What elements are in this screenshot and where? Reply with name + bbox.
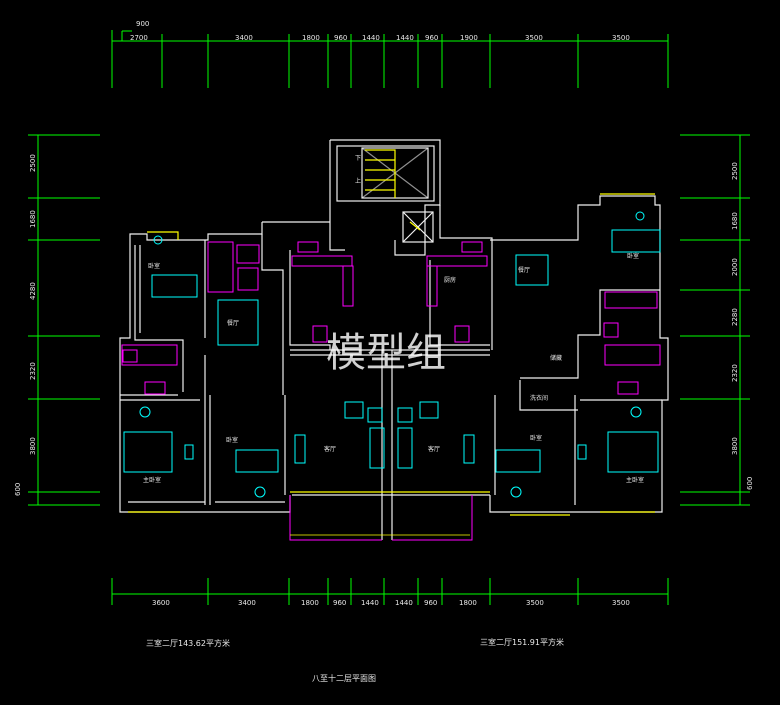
dim-top-3: 960 [334, 34, 347, 42]
label-kitchen-e: 厨房 [444, 276, 456, 284]
caption-area-right: 三室二厅151.91平方米 [480, 637, 564, 647]
dim-bottom-1: 3400 [238, 599, 256, 607]
dim-bottom-6: 960 [424, 599, 437, 607]
label-bedroom-nw: 卧室 [148, 262, 160, 270]
dim-bottom-7: 1800 [459, 599, 477, 607]
dim-right-3: 2280 [731, 308, 739, 326]
dim-left-4: 3800 [29, 437, 37, 455]
dim-right-2: 2000 [731, 258, 739, 276]
dim-left-2: 4280 [29, 282, 37, 300]
dim-left-5: 600 [14, 483, 22, 496]
label-storage-e: 储藏 [550, 354, 562, 362]
dim-bottom-9: 3500 [612, 599, 630, 607]
dim-left-1: 1680 [29, 210, 37, 228]
dim-top-4: 1440 [362, 34, 380, 42]
dim-top-0: 2700 [130, 34, 148, 42]
watermark-text: 模型组 [326, 330, 446, 376]
dim-bottom-4: 1440 [361, 599, 379, 607]
dim-top-6: 960 [425, 34, 438, 42]
dim-top-8: 3500 [525, 34, 543, 42]
label-living-w: 客厅 [324, 445, 336, 453]
windows-yellow [128, 149, 655, 536]
dim-bottom-8: 3500 [526, 599, 544, 607]
label-stair-down: 下 [355, 155, 361, 162]
dim-right-4: 2320 [731, 364, 739, 382]
dim-top-1: 3400 [235, 34, 253, 42]
dim-bottom-0: 3600 [152, 599, 170, 607]
dim-left-0: 2500 [29, 154, 37, 172]
dim-bottom-5: 1440 [395, 599, 413, 607]
dim-top-9: 3500 [612, 34, 630, 42]
furniture-cyan [123, 211, 661, 498]
dim-bottom-2: 1800 [301, 599, 319, 607]
right-dimension-chain: 2500 1680 2000 2280 2320 3800 600 [680, 134, 754, 506]
label-bedroom-w2: 卧室 [226, 436, 238, 444]
dim-top-7: 1900 [460, 34, 478, 42]
dim-top-2: 1800 [302, 34, 320, 42]
left-dimension-chain: 2500 1680 4280 2320 3800 600 [14, 134, 100, 506]
label-master-w: 主卧室 [143, 476, 161, 484]
label-dining-e: 餐厅 [518, 266, 530, 274]
bottom-dimension-chain: 3600 3400 1800 960 1440 1440 960 1800 35… [111, 578, 669, 607]
label-stair-up: 上 [355, 177, 361, 185]
dim-right-5: 3800 [731, 437, 739, 455]
dim-right-1: 1680 [731, 212, 739, 230]
label-laundry-e: 洗衣间 [530, 394, 548, 402]
fixtures-magenta [121, 241, 661, 541]
caption-area-left: 三室二厅143.62平方米 [146, 638, 230, 648]
building-walls [119, 139, 669, 540]
top-dimension-chain: 900 2700 3400 1800 960 1440 1440 960 190… [111, 20, 669, 88]
dim-top-5: 1440 [396, 34, 414, 42]
label-bedroom-e2: 卧室 [530, 434, 542, 442]
label-living-e: 客厅 [428, 445, 440, 453]
dim-top-offset: 900 [136, 20, 149, 28]
label-dining-w: 餐厅 [227, 319, 239, 327]
label-bedroom-ne: 卧室 [627, 252, 639, 260]
drawing-title: 八至十二层平面图 [312, 673, 376, 683]
label-master-e: 主卧室 [626, 476, 644, 484]
room-labels: 卧室 餐厅 主卧室 卧室 客厅 客厅 厨房 餐厅 卧室 储藏 洗衣间 卧室 主卧… [143, 155, 644, 484]
dim-left-3: 2320 [29, 362, 37, 380]
dim-bottom-3: 960 [333, 599, 346, 607]
dim-right-0: 2500 [731, 162, 739, 180]
dim-right-6: 600 [746, 477, 754, 490]
